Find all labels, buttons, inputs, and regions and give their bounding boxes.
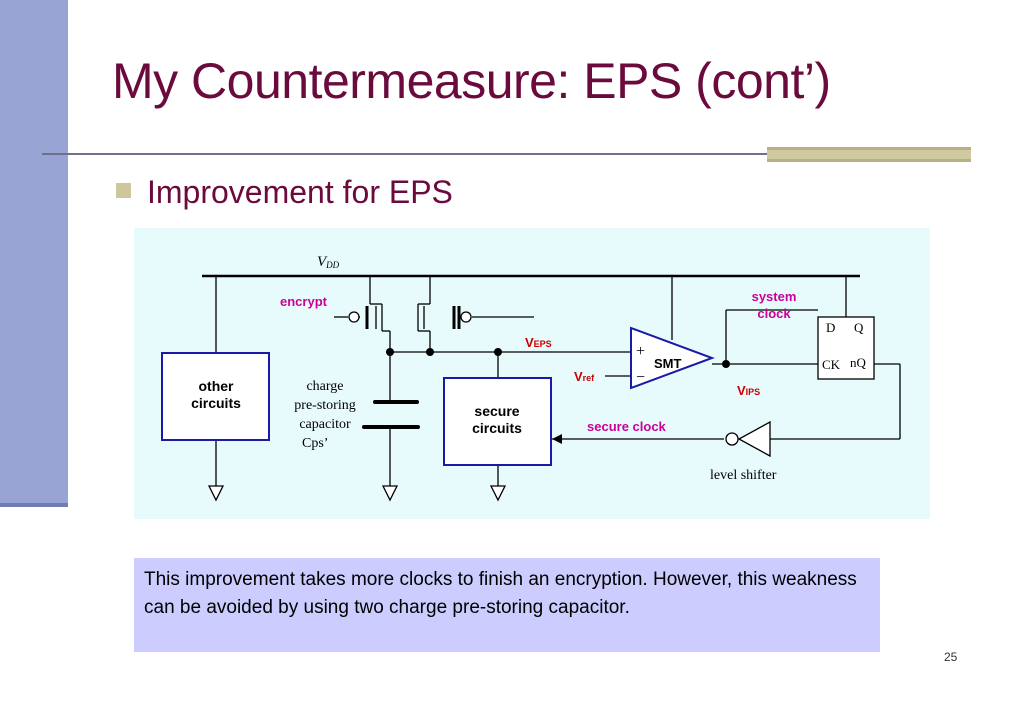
cap-label-4: Cps’ bbox=[302, 436, 328, 451]
vips-label: VIPS bbox=[737, 383, 760, 398]
other-circuits-label-1: other bbox=[199, 378, 235, 394]
pmos2-bubble bbox=[460, 311, 472, 323]
node-dot-3 bbox=[494, 348, 502, 356]
smt-plus: + bbox=[636, 343, 645, 360]
secure-circuits-label-2: circuits bbox=[472, 420, 522, 436]
secure-circuits-box bbox=[443, 377, 552, 466]
ff-q-label: Q bbox=[854, 320, 864, 335]
ff-d-label: D bbox=[826, 320, 835, 335]
vdd-label: VDD bbox=[317, 254, 340, 270]
ground-secure-icon bbox=[489, 485, 507, 502]
secure-clock-label: secure clock bbox=[587, 419, 667, 434]
system-clock-label-1: system bbox=[752, 289, 797, 304]
accent-bar bbox=[767, 147, 971, 162]
smt-minus: − bbox=[636, 369, 645, 386]
bullet-square-icon bbox=[116, 183, 131, 198]
ff-ck-label: CK bbox=[822, 357, 841, 372]
slide-title: My Countermeasure: EPS (cont’) bbox=[112, 53, 831, 109]
system-clock-label-2: clock bbox=[757, 306, 791, 321]
ground-other-icon bbox=[207, 485, 225, 502]
node-dot-4 bbox=[722, 360, 730, 368]
left-decor-bar bbox=[0, 0, 68, 503]
note-box: This improvement takes more clocks to fi… bbox=[134, 558, 880, 652]
other-circuits-label-2: circuits bbox=[191, 395, 241, 411]
vref-label: Vref bbox=[574, 369, 595, 384]
cap-label-1: charge bbox=[306, 379, 343, 394]
smt-comparator bbox=[630, 326, 715, 390]
circuit-svg: VDD encrypt system clock D Q CK nQ VEPS … bbox=[161, 254, 901, 502]
arrow-secure-clock bbox=[552, 434, 562, 444]
title-divider bbox=[42, 153, 768, 155]
level-shifter-triangle bbox=[737, 420, 771, 458]
flip-flop-box bbox=[817, 316, 875, 380]
veps-label: VEPS bbox=[525, 335, 552, 350]
ff-nq-label: nQ bbox=[850, 355, 867, 370]
node-dot-1 bbox=[386, 348, 394, 356]
ground-cap-icon bbox=[381, 485, 399, 502]
other-circuits-box bbox=[161, 352, 270, 441]
cap-plate-top bbox=[373, 400, 419, 404]
left-decor-bar-edge bbox=[0, 503, 68, 507]
node-dot-2 bbox=[426, 348, 434, 356]
encrypt-label: encrypt bbox=[280, 294, 328, 309]
page-number: 25 bbox=[944, 650, 958, 664]
secure-circuits-label-1: secure bbox=[474, 403, 519, 419]
smt-label: SMT bbox=[654, 356, 682, 371]
bullet-text: Improvement for EPS bbox=[147, 174, 453, 210]
level-shifter-label: level shifter bbox=[710, 468, 777, 483]
cap-label-3: capacitor bbox=[299, 417, 351, 432]
pmos1-bubble bbox=[348, 311, 360, 323]
level-shifter-bubble bbox=[725, 432, 739, 446]
cap-label-2: pre-storing bbox=[294, 398, 355, 413]
cap-plate-bottom bbox=[362, 425, 420, 429]
circuit-diagram: VDD encrypt system clock D Q CK nQ VEPS … bbox=[134, 228, 930, 519]
